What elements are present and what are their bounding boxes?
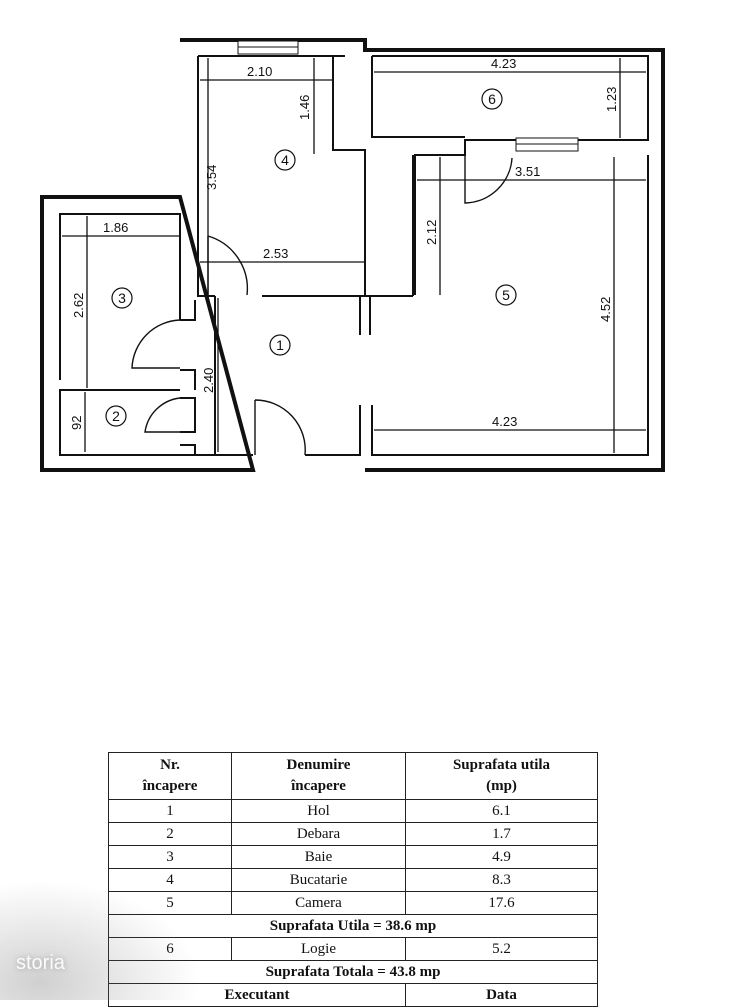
door-balcony xyxy=(464,155,513,204)
cell-area: 6.1 xyxy=(405,799,598,823)
dim-room-width-bottom: 4.23 xyxy=(492,414,517,429)
door-kitchen xyxy=(207,235,249,296)
door-entrance xyxy=(254,399,306,456)
table-row: 6Logie5.2 xyxy=(108,937,598,961)
svg-text:5: 5 xyxy=(502,287,510,303)
svg-text:3: 3 xyxy=(118,290,126,306)
dimension-lines xyxy=(62,58,646,453)
cell-nr: 3 xyxy=(108,845,232,869)
dim-storage-height: 92 xyxy=(69,416,84,430)
table-row: 5Camera17.6 xyxy=(108,891,598,915)
cell-name: Hol xyxy=(231,799,406,823)
cell-name: Logie xyxy=(231,937,406,961)
svg-text:6: 6 xyxy=(488,91,496,107)
room-label-4: 4 xyxy=(274,149,296,171)
dim-hall-height: 2.40 xyxy=(201,368,216,393)
floor-plan: 2.10 1.46 3.54 2.53 1.86 2.62 2.40 92 4.… xyxy=(40,38,665,472)
table-row: 4Bucatarie8.3 xyxy=(108,868,598,892)
total-cell: Suprafata Totala = 43.8 mp xyxy=(108,960,598,984)
cell-area: 1.7 xyxy=(405,822,598,846)
cell-nr: 5 xyxy=(108,891,232,915)
cell-name: Debara xyxy=(231,822,406,846)
dim-kitchen-height: 3.54 xyxy=(204,165,219,190)
cell-name: Baie xyxy=(231,845,406,869)
window-camera xyxy=(515,137,579,152)
cell-nr: 4 xyxy=(108,868,232,892)
cell-area: 8.3 xyxy=(405,868,598,892)
door-storage xyxy=(144,397,181,433)
cell-area: 17.6 xyxy=(405,891,598,915)
cell-nr: 2 xyxy=(108,822,232,846)
cell-area: 5.2 xyxy=(405,937,598,961)
dim-room-width-top: 3.51 xyxy=(515,164,540,179)
watermark-shade xyxy=(0,880,200,1000)
room-label-1: 1 xyxy=(269,334,291,356)
cell-name: Bucatarie xyxy=(231,868,406,892)
door-bathroom xyxy=(131,319,181,369)
room-label-5: 5 xyxy=(495,284,517,306)
dim-balcony-depth: 1.23 xyxy=(604,87,619,112)
dim-balcony-width: 4.23 xyxy=(491,56,516,71)
svg-text:1: 1 xyxy=(276,337,284,353)
dim-bath-height: 2.62 xyxy=(71,293,86,318)
dim-room-depth-small: 2.12 xyxy=(424,220,439,245)
dim-bath-width: 1.86 xyxy=(103,220,128,235)
header-area: Suprafata utila(mp) xyxy=(405,752,598,800)
dim-kitchen-depth-small: 1.46 xyxy=(297,95,312,120)
window-top-kitchen xyxy=(237,40,299,55)
footer-date: Data xyxy=(405,983,598,1007)
svg-text:4: 4 xyxy=(281,152,289,168)
dim-room-height: 4.52 xyxy=(598,297,613,322)
svg-text:2: 2 xyxy=(112,408,120,424)
outer-wall xyxy=(40,38,665,472)
watermark-logo: storia xyxy=(16,952,65,974)
total-row: Suprafata Totala = 43.8 mp xyxy=(108,960,598,984)
inner-wall xyxy=(59,55,649,456)
dim-kitchen-wide: 2.53 xyxy=(263,246,288,261)
room-label-2: 2 xyxy=(105,405,127,427)
room-label-3: 3 xyxy=(111,287,133,309)
cell-nr: 1 xyxy=(108,799,232,823)
header-nr: Nr.încapere xyxy=(108,752,232,800)
room-label-6: 6 xyxy=(481,88,503,110)
dim-kitchen-width: 2.10 xyxy=(247,64,272,79)
cell-name: Camera xyxy=(231,891,406,915)
cell-area: 4.9 xyxy=(405,845,598,869)
